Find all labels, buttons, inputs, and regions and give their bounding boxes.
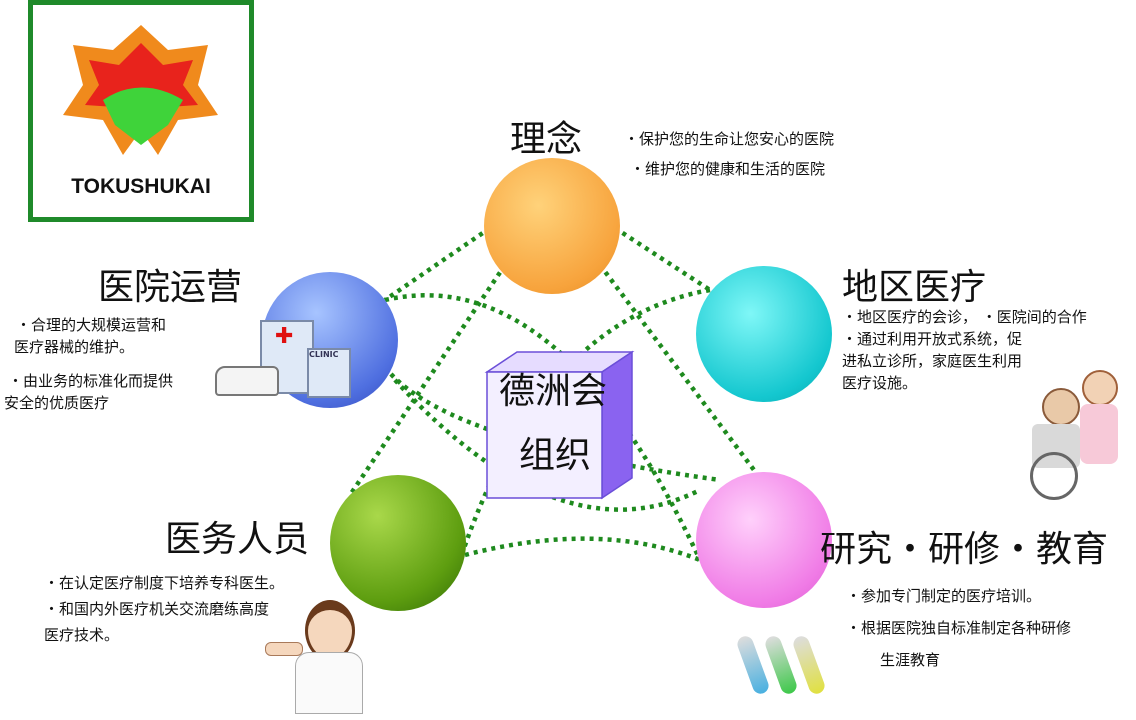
staff-title: 医务人员 <box>165 519 310 560</box>
desc-line: 进私立诊所，家庭医生利用 <box>842 352 1023 370</box>
center-label: 德洲会 组织 <box>487 352 632 498</box>
philosophy-desc: ・保护您的生命让您安心的医院 ・维护您的健康和生活的医院 <box>624 124 834 184</box>
staff-circle <box>330 475 466 611</box>
logo-text: TOKUSHUKAI <box>71 175 211 198</box>
desc-line: ・和国内外医疗机关交流磨练高度 <box>44 600 270 618</box>
desc-line: ・通过利用开放式系统，促 <box>842 330 1023 348</box>
hospital-illustration: ✚ CLINIC <box>215 320 351 400</box>
center-cube <box>484 350 635 500</box>
desc-line: ・地区医疗的会诊， ・医院间的合作 <box>842 308 1087 326</box>
center-line-2: 组织 <box>519 435 592 476</box>
line-philosophy-management <box>383 226 492 302</box>
desc-line: 生涯教育 <box>880 651 941 669</box>
center-line-1: 德洲会 <box>499 371 608 412</box>
test-tubes-illustration <box>735 630 830 700</box>
research-desc: ・参加专门制定的医疗培训。 ・根据医院独自标准制定各种研修 生涯教育 <box>846 580 1071 676</box>
line-management-staff <box>378 358 721 483</box>
desc-line: 医疗设施。 <box>842 374 918 392</box>
desc-line: ・参加专门制定的医疗培训。 <box>846 587 1042 605</box>
doctor-illustration <box>265 600 365 715</box>
desc-line: 医疗器械的维护。 <box>14 338 135 356</box>
management-desc: ・合理的大规模运营和 医疗器械的维护。 ・由业务的标准化而提供 安全的优质医疗 <box>4 314 174 414</box>
philosophy-title: 理念 <box>510 119 583 160</box>
desc-line: 安全的优质医疗 <box>4 394 110 412</box>
caregiver-wheelchair-illustration <box>1020 368 1128 500</box>
regional-circle <box>696 266 832 402</box>
research-title: 研究・研修・教育 <box>820 529 1109 570</box>
desc-line: ・根据医院独自标准制定各种研修 <box>846 619 1072 637</box>
line-management-research <box>384 293 703 561</box>
logo-cross-icon <box>63 25 218 155</box>
desc-line: ・保护您的生命让您安心的医院 <box>624 130 835 148</box>
desc-line: ・由业务的标准化而提供 <box>8 372 174 390</box>
regional-desc: ・地区医疗的会诊， ・医院间的合作 ・通过利用开放式系统，促 进私立诊所，家庭医… <box>842 306 1087 394</box>
desc-line: ・在认定医疗制度下培养专科医生。 <box>44 574 285 592</box>
staff-desc: ・在认定医疗制度下培养专科医生。 ・和国内外医疗机关交流磨练高度 医疗技术。 <box>44 570 284 648</box>
clinic-sign: CLINIC <box>309 350 339 359</box>
tokushukai-logo: TOKUSHUKAI <box>28 0 254 222</box>
line-staff-research <box>464 536 701 563</box>
research-circle <box>696 472 832 608</box>
desc-line: ・维护您的健康和生活的医院 <box>630 160 826 178</box>
regional-title: 地区医疗 <box>842 267 987 308</box>
red-cross-icon: ✚ <box>275 324 294 349</box>
philosophy-circle <box>484 158 620 294</box>
desc-line: 医疗技术。 <box>44 626 120 644</box>
line-philosophy-regional <box>613 226 712 292</box>
ambulance-icon <box>215 366 279 396</box>
line-philosophy-staff <box>348 263 507 497</box>
management-title: 医院运营 <box>98 267 243 308</box>
desc-line: ・合理的大规模运营和 <box>16 316 167 334</box>
